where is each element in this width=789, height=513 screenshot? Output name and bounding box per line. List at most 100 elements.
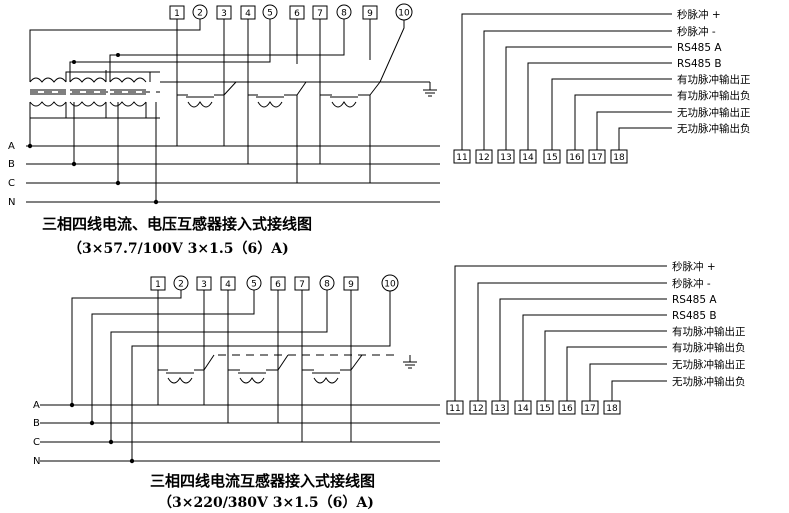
svg-text:3: 3 xyxy=(221,9,227,19)
diagram2-phase-b-label: B xyxy=(33,418,40,429)
svg-text:9: 9 xyxy=(348,280,354,290)
svg-text:8: 8 xyxy=(324,280,330,290)
diagram2-terminal-1: 1 xyxy=(150,276,166,291)
outputs1-terminal-18: 18 xyxy=(610,149,628,164)
diagram2-current-element-1 xyxy=(157,290,215,405)
diagram2-terminal-9: 9 xyxy=(343,276,359,291)
diagram1-terminal-5: 5 xyxy=(262,4,278,20)
diagram1-terminal-4: 4 xyxy=(240,5,256,20)
outputs1-terminal-16: 16 xyxy=(566,149,584,164)
diagram2-terminal-5: 5 xyxy=(246,275,262,291)
svg-text:17: 17 xyxy=(591,153,602,163)
current-element-2 xyxy=(248,18,307,183)
outputs1-terminal-11: 11 xyxy=(453,149,471,164)
outputs1-terminal-15: 15 xyxy=(543,149,561,164)
diagram2-phase-c-label: C xyxy=(33,437,40,448)
svg-text:2: 2 xyxy=(197,9,203,19)
current-element-3 xyxy=(319,18,381,183)
outputs2-terminal-16: 16 xyxy=(558,400,576,415)
svg-text:4: 4 xyxy=(225,280,231,290)
outputs2-wiring: 11 12 13 14 15 16 17 18 秒脉冲 + 秒脉冲 - RS48… xyxy=(446,260,746,415)
diagram2-phase-a-label: A xyxy=(33,400,40,411)
outputs1-signal-second-pulse-minus: 秒脉冲 - xyxy=(677,25,716,38)
diagram1-terminal-3: 3 xyxy=(216,5,232,20)
outputs2-terminal-15: 15 xyxy=(536,400,554,415)
svg-text:12: 12 xyxy=(472,404,483,414)
svg-text:4: 4 xyxy=(245,9,251,19)
svg-text:5: 5 xyxy=(251,280,257,290)
outputs2-signal-reactive-pulse-neg: 无功脉冲输出负 xyxy=(672,375,746,388)
outputs2-signal-rs485-a: RS485 A xyxy=(672,294,717,306)
diagram2-terminal-2: 2 xyxy=(173,275,189,291)
diagram1-terminal-1: 1 xyxy=(169,5,185,20)
svg-text:16: 16 xyxy=(569,153,581,163)
diagram2-title: 三相四线电流互感器接入式接线图 xyxy=(150,472,375,490)
svg-text:3: 3 xyxy=(201,280,207,290)
svg-text:11: 11 xyxy=(449,404,460,414)
svg-text:10: 10 xyxy=(398,9,410,19)
diagram1-phase-b-label: B xyxy=(8,159,15,170)
outputs1-terminal-13: 13 xyxy=(497,149,515,164)
outputs1-terminal-12: 12 xyxy=(475,149,493,164)
outputs1-signal-rs485-b: RS485 B xyxy=(677,58,722,70)
svg-text:13: 13 xyxy=(494,404,505,414)
outputs2-signal-second-pulse-minus: 秒脉冲 - xyxy=(672,277,711,290)
diagram2-wiring: 1 2 3 4 5 6 7 8 9 10 A B C N 三相四线电流互感器接入… xyxy=(33,274,440,511)
outputs1-signal-second-pulse-plus: 秒脉冲 + xyxy=(677,8,721,21)
outputs2-signal-active-pulse-neg: 有功脉冲输出负 xyxy=(672,341,746,354)
svg-text:15: 15 xyxy=(539,404,550,414)
diagram1-terminal-2: 2 xyxy=(192,4,208,20)
diagram2-subtitle: （3×220/380V 3×1.5（6）A) xyxy=(158,495,374,511)
outputs1-signal-reactive-pulse-neg: 无功脉冲输出负 xyxy=(677,122,751,135)
svg-text:17: 17 xyxy=(584,404,595,414)
diagram1-terminal-10: 10 xyxy=(395,3,413,21)
svg-text:1: 1 xyxy=(174,9,180,19)
diagram2-phase-n-label: N xyxy=(33,456,40,467)
svg-text:7: 7 xyxy=(299,280,305,290)
diagram1-terminal-7: 7 xyxy=(312,5,328,20)
diagram2-terminal-6: 6 xyxy=(270,276,286,291)
outputs1-terminal-14: 14 xyxy=(519,149,537,164)
svg-text:11: 11 xyxy=(456,153,467,163)
svg-text:2: 2 xyxy=(178,280,184,290)
diagram1-subtitle: （3×57.7/100V 3×1.5（6）A) xyxy=(68,241,289,257)
svg-text:9: 9 xyxy=(367,9,373,19)
outputs2-terminal-17: 17 xyxy=(581,400,599,415)
outputs2-signal-active-pulse-pos: 有功脉冲输出正 xyxy=(672,325,746,338)
diagram1-terminal-8: 8 xyxy=(336,4,352,20)
outputs2-signal-second-pulse-plus: 秒脉冲 + xyxy=(672,260,716,273)
outputs1-signal-rs485-a: RS485 A xyxy=(677,42,722,54)
svg-text:6: 6 xyxy=(294,9,300,19)
diagram2-current-element-2 xyxy=(227,290,289,423)
diagram1-title: 三相四线电流、电压互感器接入式接线图 xyxy=(42,215,312,233)
diagram1-phase-a-label: A xyxy=(8,141,15,152)
svg-text:13: 13 xyxy=(500,153,511,163)
outputs2-terminal-12: 12 xyxy=(469,400,487,415)
diagram1-phase-n-label: N xyxy=(8,197,15,208)
diagram2-current-element-3 xyxy=(301,290,363,442)
voltage-transformers xyxy=(29,77,160,107)
outputs1-signal-reactive-pulse-pos: 无功脉冲输出正 xyxy=(677,106,751,119)
svg-text:12: 12 xyxy=(478,153,489,163)
outputs2-signal-rs485-b: RS485 B xyxy=(672,310,717,322)
svg-text:14: 14 xyxy=(522,153,534,163)
outputs1-signal-active-pulse-neg: 有功脉冲输出负 xyxy=(677,89,751,102)
diagram2-terminal-10: 10 xyxy=(381,274,399,292)
svg-text:1: 1 xyxy=(155,280,161,290)
svg-text:8: 8 xyxy=(341,9,347,19)
diagram2-terminal-8: 8 xyxy=(319,275,335,291)
diagram2-terminal-7: 7 xyxy=(294,276,310,291)
outputs2-signal-reactive-pulse-pos: 无功脉冲输出正 xyxy=(672,358,746,371)
outputs1-signal-active-pulse-pos: 有功脉冲输出正 xyxy=(677,73,751,86)
outputs2-terminal-14: 14 xyxy=(514,400,532,415)
diagram2-terminal-4: 4 xyxy=(220,276,236,291)
svg-text:10: 10 xyxy=(384,280,396,290)
svg-text:5: 5 xyxy=(267,9,273,19)
svg-text:7: 7 xyxy=(317,9,323,19)
svg-text:14: 14 xyxy=(517,404,529,414)
diagram1-wiring: 1 2 3 4 5 6 7 8 xyxy=(8,3,440,257)
current-element-1 xyxy=(176,18,249,164)
diagram1-terminal-9: 9 xyxy=(362,5,378,20)
svg-text:6: 6 xyxy=(275,280,281,290)
